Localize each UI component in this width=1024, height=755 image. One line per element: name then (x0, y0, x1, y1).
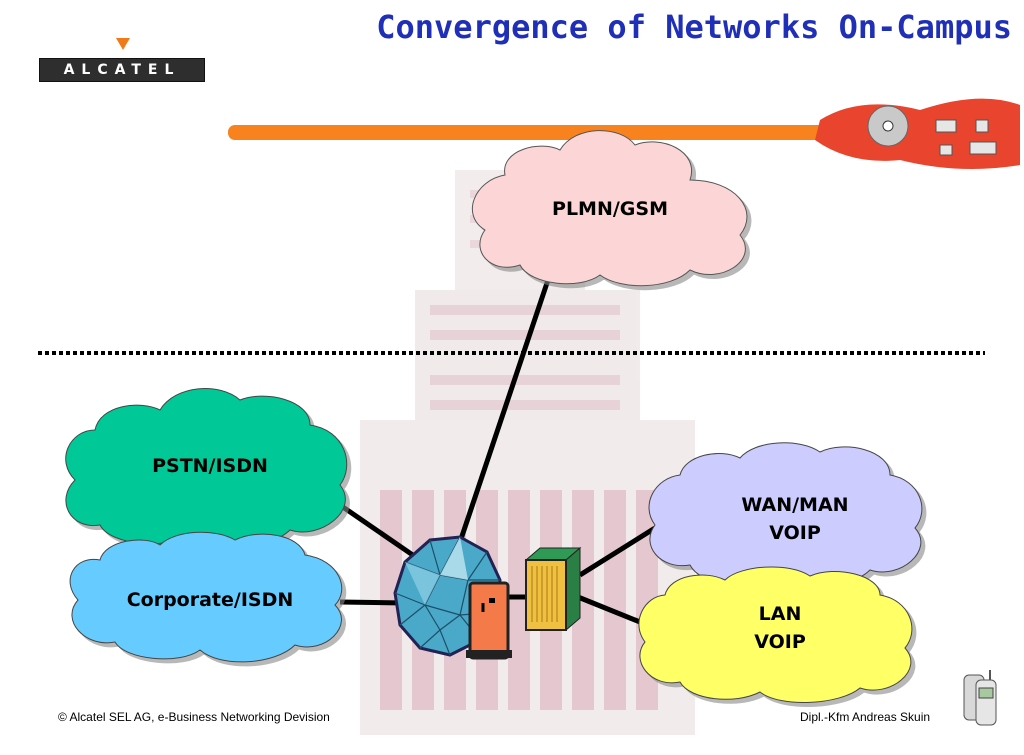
lan-label: LAN VOIP (690, 600, 870, 656)
accent-bar (228, 125, 868, 140)
lan-cloud (638, 566, 913, 704)
pstn-cloud (65, 388, 348, 547)
alcatel-logo: ALCATEL (39, 38, 205, 84)
mobile-phone-icon (963, 670, 997, 726)
phone-device-icon (466, 581, 512, 660)
footer-copyright: © Alcatel SEL AG, e-Business Networking … (58, 710, 330, 724)
page-title: Convergence of Networks On-Campus (376, 8, 1012, 46)
corporate-label: Corporate/ISDN (126, 589, 294, 611)
wan-label: WAN/MAN VOIP (700, 491, 890, 547)
plmn-cloud (472, 130, 748, 287)
footer-author: Dipl.-Kfm Andreas Skuin (800, 710, 931, 724)
wan-cloud (648, 442, 923, 587)
lan-label-line1: LAN (758, 603, 802, 625)
cd-disc-icon (815, 98, 1020, 169)
connection-lines (338, 279, 657, 625)
lan-label-line2: VOIP (754, 631, 806, 653)
pstn-label: PSTN/ISDN (152, 455, 268, 477)
corporate-cloud (69, 531, 343, 663)
logo-wordmark: ALCATEL (39, 58, 205, 82)
wan-label-line2: VOIP (769, 522, 821, 544)
wan-label-line1: WAN/MAN (741, 494, 849, 516)
server-icon (524, 546, 582, 632)
logo-triangle-icon (116, 38, 130, 50)
plmn-label: PLMN/GSM (552, 198, 668, 220)
